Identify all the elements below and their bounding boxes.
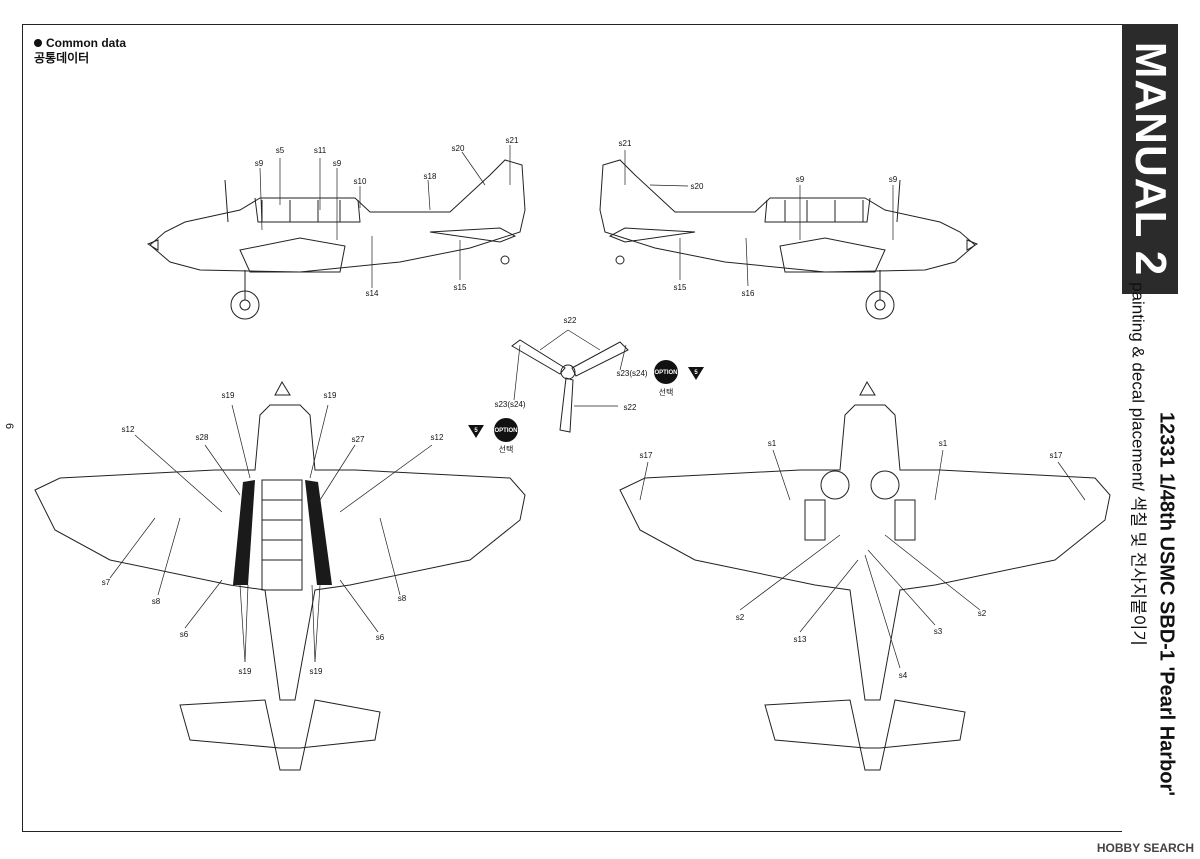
callout-s27: s27 (352, 435, 365, 444)
callout-s9: s9 (796, 175, 805, 184)
callout-s6: s6 (376, 633, 385, 642)
callout-s12: s12 (431, 433, 444, 442)
callout-s8: s8 (398, 594, 407, 603)
callout-s1: s1 (768, 439, 777, 448)
section-subtitle: painting & decal placement/ 색칠 및 전사지붙이기 (1128, 282, 1148, 646)
callout-s2: s2 (978, 609, 987, 618)
callout-s21: s21 (619, 139, 632, 148)
callout-s16: s16 (742, 289, 755, 298)
callout-s20: s20 (691, 182, 704, 191)
callout-s22: s22 (564, 316, 577, 325)
common-data-label-ko: 공통데이터 (34, 51, 90, 65)
wing-walk-stripes (233, 480, 332, 585)
callout-s23: s23(s24) (616, 369, 647, 378)
bottom-view (619, 380, 1111, 771)
callout-s4: s4 (899, 671, 908, 680)
callout-s18: s18 (424, 172, 437, 181)
callout-s15: s15 (674, 283, 687, 292)
callout-s2: s2 (736, 613, 745, 622)
option-badge-right: OPTION 선택 5 (654, 360, 704, 397)
svg-text:선택: 선택 (499, 444, 514, 454)
svg-text:OPTION: OPTION (654, 370, 677, 376)
callout-s14: s14 (366, 289, 379, 298)
manual-sidebar: MANUAL 2 painting & decal placement/ 색칠 … (1122, 24, 1200, 832)
option-badge-left: OPTION 선택 5 (468, 418, 518, 454)
callout-s19: s19 (324, 391, 337, 400)
manual-banner: MANUAL 2 (1122, 24, 1178, 294)
svg-text:5: 5 (474, 428, 478, 434)
kit-title: 12331 1/48th USMC SBD-1 'Pearl Harbor' (1155, 411, 1178, 797)
manual-title: MANUAL 2 (1126, 41, 1175, 277)
callout-s13: s13 (794, 635, 807, 644)
propeller-view (511, 339, 629, 433)
callout-s28: s28 (196, 433, 209, 442)
callout-s12: s12 (122, 425, 135, 434)
bullet-icon (34, 39, 42, 47)
callout-s8: s8 (152, 597, 161, 606)
callout-s21: s21 (506, 136, 519, 145)
svg-text:OPTION: OPTION (494, 428, 517, 434)
callout-s15: s15 (454, 283, 467, 292)
left-side-view (146, 159, 526, 320)
callout-s11: s11 (314, 146, 327, 155)
common-data-label: Common data (46, 36, 127, 50)
callout-s7: s7 (102, 578, 111, 587)
callout-s1: s1 (939, 439, 948, 448)
svg-text:선택: 선택 (659, 387, 674, 397)
right-side-view (599, 159, 979, 320)
callout-s23: s23(s24) (494, 400, 525, 409)
top-view (34, 380, 526, 771)
callout-s17: s17 (1050, 451, 1063, 460)
svg-text:5: 5 (694, 370, 698, 376)
watermark: HOBBY SEARCH (1096, 841, 1194, 855)
callout-s9: s9 (889, 175, 898, 184)
common-data-heading: Common data 공통데이터 (34, 36, 126, 66)
callout-s3: s3 (934, 627, 943, 636)
callout-s20: s20 (452, 144, 465, 153)
callout-s9: s9 (255, 159, 264, 168)
callout-s19: s19 (222, 391, 235, 400)
callout-s19: s19 (239, 667, 252, 676)
callout-s5: s5 (276, 146, 285, 155)
decal-diagram: OPTION 선택 5 OPTION 선택 5 s5 s11 s9 s9 s10… (34, 136, 1111, 771)
callout-s22: s22 (624, 403, 637, 412)
callout-s17: s17 (640, 451, 653, 460)
leader-lines (109, 145, 1086, 669)
callout-s9: s9 (333, 159, 342, 168)
callout-s19: s19 (310, 667, 323, 676)
callout-s10: s10 (354, 177, 367, 186)
callout-s6: s6 (180, 630, 189, 639)
